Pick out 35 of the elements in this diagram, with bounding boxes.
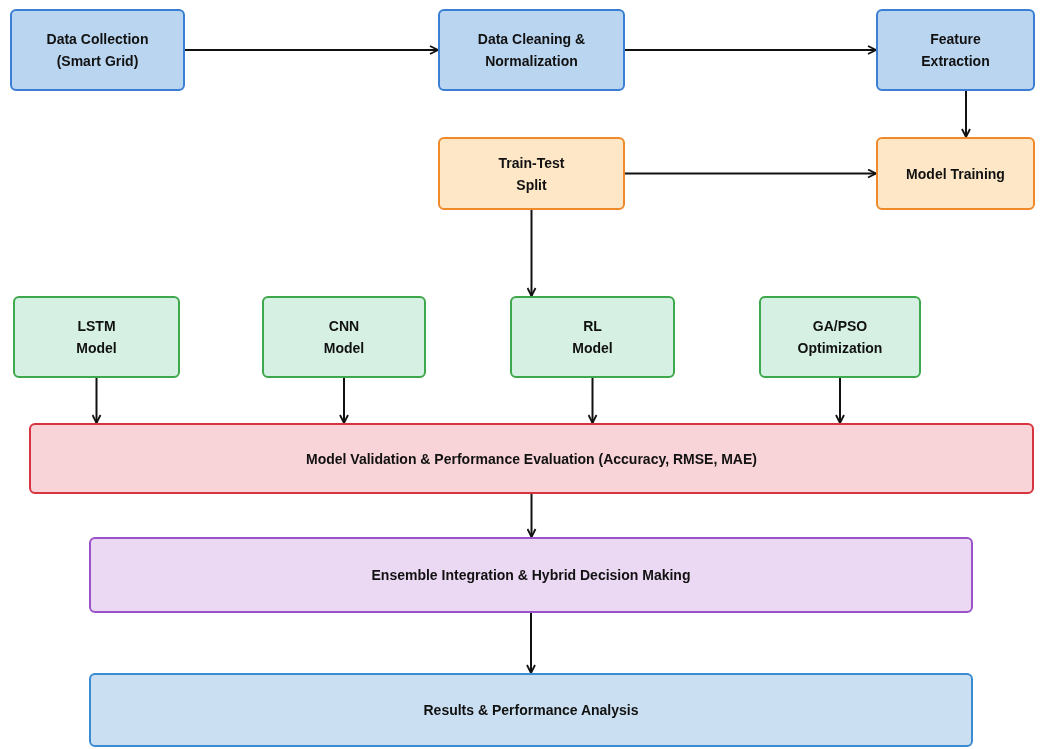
arrow [339, 377, 349, 424]
process-box [89, 673, 973, 747]
box-label: Results & Performance Analysis [423, 701, 639, 720]
arrow [526, 493, 537, 538]
box-label: Ensemble Integration & Hybrid Decision Making [371, 566, 691, 585]
box-label: Data Collection (Smart Grid) [45, 30, 150, 71]
box-label: LSTM Model [75, 317, 118, 358]
box-label: Model Training [906, 164, 1005, 184]
box-label: RL Model [571, 317, 614, 358]
process-box [438, 9, 625, 91]
box-label: Data Cleaning & Normalization [476, 30, 587, 71]
process-box [10, 9, 185, 91]
process-box [262, 296, 426, 378]
process-box [13, 296, 180, 378]
process-box [759, 296, 921, 378]
process-box [510, 296, 675, 378]
arrow [624, 45, 877, 55]
box-label: Feature Extraction [920, 30, 991, 71]
arrow [526, 209, 537, 297]
process-box [876, 9, 1035, 91]
box-label: GA/PSO Optimization [796, 317, 884, 358]
arrow [526, 612, 536, 674]
process-box [876, 137, 1035, 210]
box-label: CNN Model [322, 317, 366, 358]
arrow [624, 168, 877, 179]
arrow [184, 45, 439, 55]
arrow [961, 90, 971, 138]
process-box [438, 137, 625, 210]
box-label: Model Validation & Performance Evaluation (Accuracy, RMSE, MAE) [306, 449, 757, 469]
arrow [835, 377, 845, 424]
process-box [89, 537, 973, 613]
arrow [91, 377, 102, 424]
process-box [29, 423, 1034, 494]
box-label: Train-Test Split [497, 153, 566, 195]
arrow [587, 377, 598, 424]
